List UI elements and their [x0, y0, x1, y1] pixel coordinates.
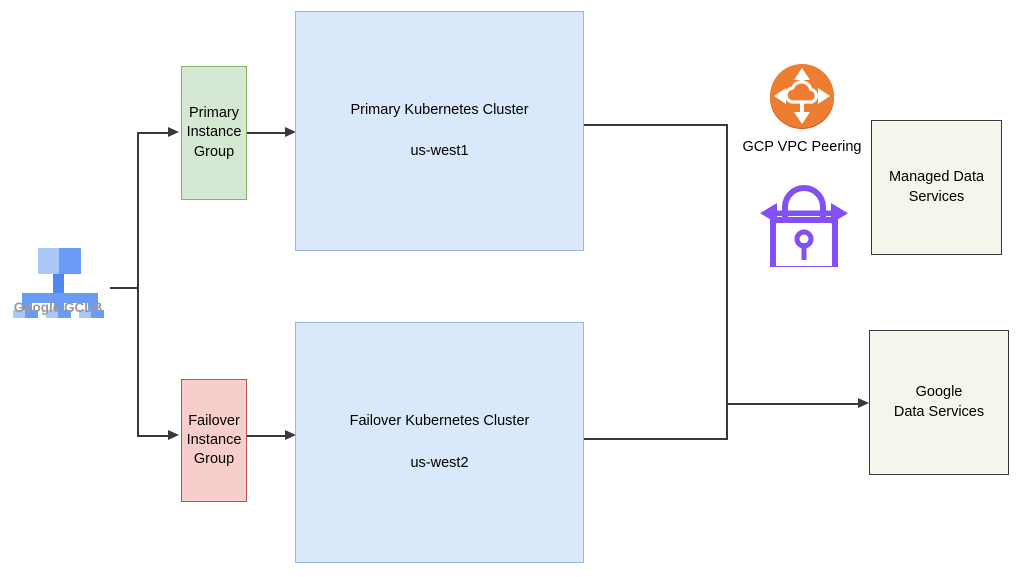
private-link-padlock-icon: [758, 175, 850, 272]
edge-failover-cluster-out: [584, 438, 728, 440]
primary-ig-line-1: Primary: [189, 105, 239, 122]
google-data-services-box[interactable]: Google Data Services: [869, 330, 1009, 475]
edge-primary-cluster-out: [584, 124, 728, 126]
vpc-peering-glyph: [770, 64, 834, 129]
arrowhead-primary-cluster: [285, 127, 296, 137]
gclb-label: Google GCLB: [13, 300, 103, 315]
failover-instance-group-box[interactable]: Failover Instance Group: [181, 379, 247, 502]
primary-cluster-region: us-west1: [410, 143, 469, 159]
managed-data-line-1: Managed Data: [888, 169, 985, 186]
failover-ig-line-1: Failover: [188, 412, 240, 429]
failover-ig-line-2: Instance: [186, 431, 242, 448]
arrowhead-primary-ig: [168, 127, 179, 137]
failover-cluster-title: Failover Kubernetes Cluster: [349, 413, 530, 430]
managed-data-services-box[interactable]: Managed Data Services: [871, 120, 1002, 255]
edge-failover-ig-to-cluster: [247, 435, 289, 437]
failover-cluster-region: us-west2: [410, 454, 469, 471]
primary-instance-group-box[interactable]: Primary Instance Group: [181, 66, 247, 200]
primary-cluster-title: Primary Kubernetes Cluster: [350, 101, 529, 118]
edge-right-trunk: [726, 124, 728, 438]
edge-gclb-trunk: [110, 287, 139, 289]
edge-primary-ig-to-cluster: [247, 132, 289, 134]
edge-gclb-down: [137, 287, 139, 436]
edge-gclb-up: [137, 132, 139, 288]
primary-ig-line-2: Instance: [186, 124, 242, 141]
failover-kubernetes-cluster-box[interactable]: Failover Kubernetes Cluster us-west2: [295, 322, 584, 563]
edge-trunk-to-google-data: [726, 403, 862, 405]
padlock-bidirectional-arrow-glyph: [760, 185, 848, 272]
arrowhead-google-data-services: [858, 398, 869, 408]
google-data-line-2: Data Services: [893, 403, 985, 420]
failover-ig-line-3: Group: [193, 451, 235, 468]
managed-data-line-2: Services: [908, 188, 965, 205]
gcp-vpc-peering-icon: [768, 62, 836, 130]
primary-kubernetes-cluster-box[interactable]: Primary Kubernetes Cluster us-west1: [295, 11, 584, 251]
primary-ig-line-3: Group: [193, 143, 235, 160]
gcp-vpc-peering-label: GCP VPC Peering: [742, 139, 862, 155]
edge-gclb-to-primary-ig: [137, 132, 169, 134]
arrowhead-failover-cluster: [285, 430, 296, 440]
google-data-line-1: Google: [915, 384, 963, 401]
arrowhead-failover-ig: [168, 430, 179, 440]
edge-gclb-to-failover-ig: [137, 435, 169, 437]
